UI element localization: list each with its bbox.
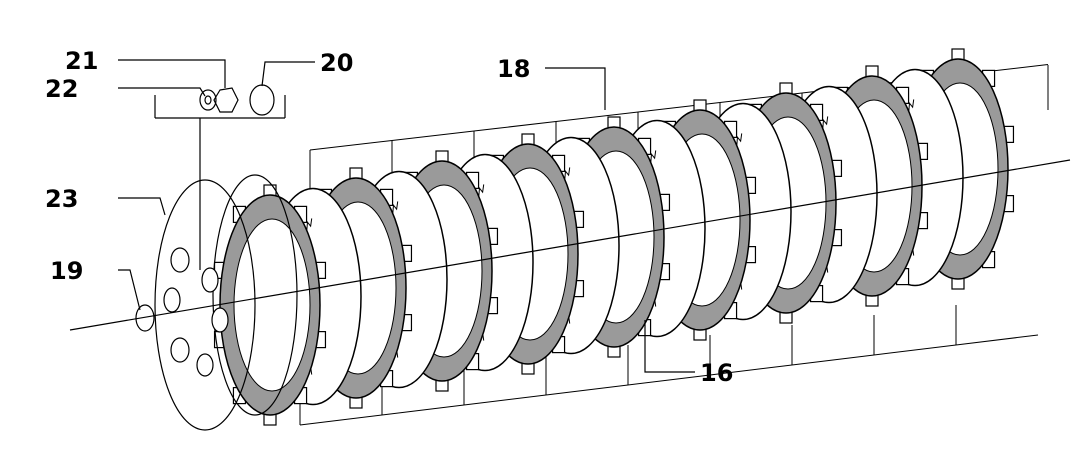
bracket-bottom [381,404,465,416]
plate-face [154,179,256,431]
callout-23: 23 [45,185,78,213]
friction-plate [213,184,327,426]
callout-19: 19 [50,257,83,285]
leader-20 [261,61,315,87]
bracket-bottom [955,334,1039,346]
bracket-bottom [545,384,629,396]
bracket-bottom [627,374,711,386]
plate-rim [212,174,298,416]
collar-20 [249,84,275,116]
leader-23 [118,197,166,216]
bracket-bottom [463,394,547,406]
bracket-bottom [709,364,793,376]
bracket-bottom [299,414,383,426]
circlip-19 [135,304,155,332]
washer-hole [204,95,212,105]
inner-face [233,218,311,392]
washer-22 [199,89,217,111]
callout-21: 21 [65,47,98,75]
leader-16 [644,320,695,373]
leader-21 [118,59,226,88]
nut-21 [213,87,239,113]
pressure-plate-23 [135,174,298,431]
callout-16: 16 [700,359,733,387]
leader-19 [118,269,141,311]
bracket-top [309,140,393,151]
bracket-bottom [873,344,957,356]
bracket-top [555,111,639,122]
callout-18: 18 [497,55,530,83]
callout-20: 20 [320,49,353,77]
bracket-bottom [791,354,875,366]
clutch-disks [213,48,1015,426]
bracket-top [473,121,557,132]
leader-18 [545,67,606,110]
callout-22: 22 [45,75,78,103]
plate-holes [163,247,229,377]
leader-lines [118,59,695,373]
leader-22 [118,87,206,97]
axis-line [69,159,1071,331]
bracket-top [391,130,475,141]
